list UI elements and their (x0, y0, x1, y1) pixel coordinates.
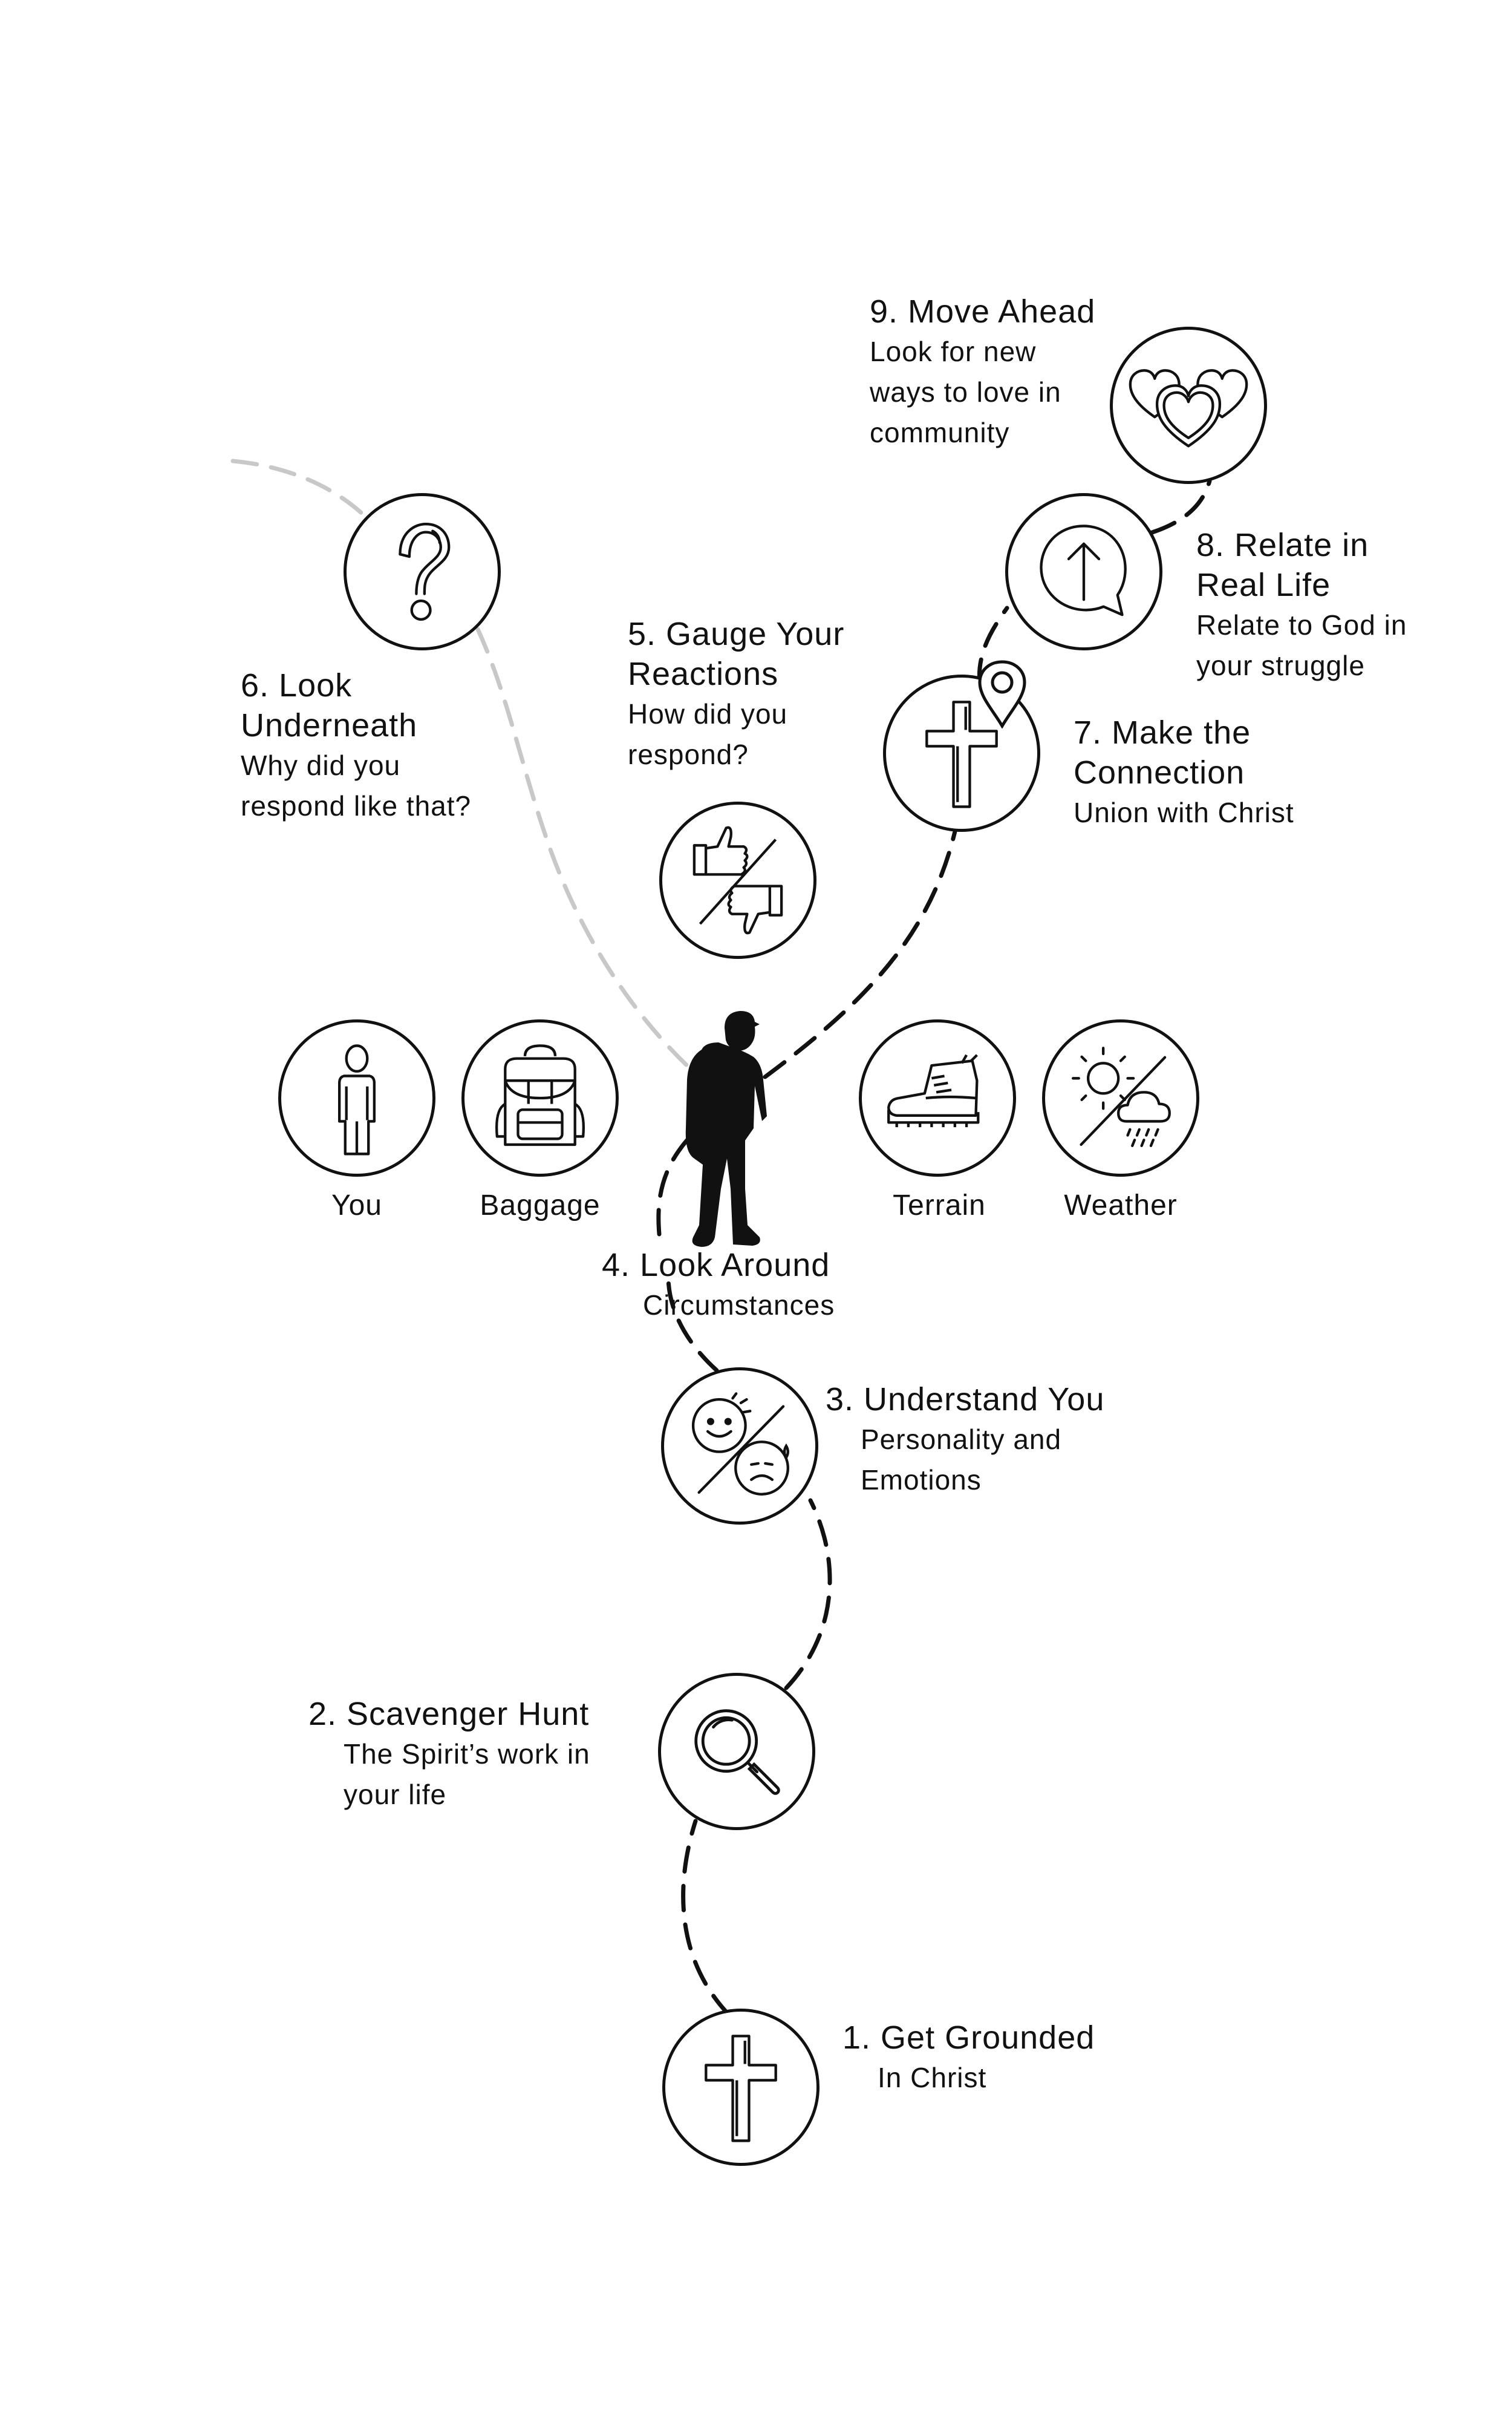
step-5-title-2: Reactions (628, 656, 779, 692)
path-8-9 (1150, 479, 1212, 535)
step-9-subtitle-1: Look for new (870, 336, 1037, 367)
step-2-label: 2. Scavenger Hunt The Spirit’s work in y… (308, 1694, 590, 1815)
step-8-label: 8. Relate in Real Life Relate to God in … (1196, 525, 1407, 686)
step-8-title-1: 8. Relate in (1196, 527, 1369, 563)
step-7-title-1: 7. Make the (1074, 715, 1251, 751)
step-2-subtitle-2: your life (344, 1779, 447, 1810)
step-3-label: 3. Understand You Personality and Emotio… (826, 1379, 1104, 1500)
step-3-subtitle-2: Emotions (861, 1464, 982, 1496)
path-hiker-7 (763, 826, 958, 1079)
step-6-subtitle-2: respond like that? (241, 790, 472, 822)
step-1-cross-icon (662, 2009, 820, 2166)
path-underneath (230, 459, 692, 1070)
step-5-title-1: 5. Gauge Your (628, 616, 845, 652)
location-pin-icon (975, 658, 1029, 730)
weather-icon (1042, 1019, 1199, 1177)
step-6-question-icon (344, 493, 501, 650)
step-4-title: 4. Look Around (602, 1247, 830, 1283)
step-5-subtitle-2: respond? (628, 739, 749, 770)
step-3-subtitle-1: Personality and (861, 1424, 1062, 1455)
step-9-subtitle-2: ways to love in (870, 376, 1061, 408)
step-6-label: 6. Look Underneath Why did you respond l… (241, 666, 471, 826)
path-2-3 (784, 1498, 832, 1690)
path-1-2 (681, 1819, 731, 2017)
terrain-boot-icon (859, 1019, 1016, 1177)
step-2-title: 2. Scavenger Hunt (308, 1696, 590, 1732)
step-5-subtitle-1: How did you (628, 698, 788, 730)
step-1-title: 1. Get Grounded (842, 2019, 1095, 2056)
step-9-hearts-icon (1110, 327, 1267, 484)
step-7-title-2: Connection (1074, 754, 1245, 791)
step-3-faces-icon (661, 1367, 818, 1525)
path-3-4 (666, 1274, 719, 1373)
step-2-subtitle-1: The Spirit’s work in (344, 1738, 590, 1770)
step-6-title-1: 6. Look (241, 667, 353, 704)
step-4-subtitle: Circumstances (643, 1289, 835, 1321)
you-person-icon (278, 1019, 435, 1177)
step-4-hiker-icon (677, 1007, 780, 1249)
step-5-label: 5. Gauge Your Reactions How did you resp… (628, 614, 844, 775)
step-7-label: 7. Make the Connection Union with Christ (1074, 713, 1294, 833)
step-9-label: 9. Move Ahead Look for new ways to love … (870, 292, 1095, 453)
step-1-label: 1. Get Grounded In Christ (842, 2018, 1095, 2098)
step-3-title: 3. Understand You (826, 1381, 1105, 1418)
step-9-subtitle-3: community (870, 417, 1010, 448)
step-6-title-2: Underneath (241, 707, 418, 744)
step-8-speech-arrow-icon (1005, 493, 1162, 650)
step-8-subtitle-1: Relate to God in (1196, 609, 1407, 641)
caption-you: You (331, 1189, 382, 1221)
baggage-backpack-icon (461, 1019, 619, 1177)
step-1-subtitle: In Christ (878, 2062, 987, 2093)
path-7-8 (977, 606, 1009, 686)
step-5-thumbs-icon (659, 802, 816, 959)
caption-terrain: Terrain (893, 1189, 986, 1221)
caption-weather: Weather (1064, 1189, 1178, 1221)
step-9-title: 9. Move Ahead (870, 293, 1096, 330)
caption-baggage: Baggage (480, 1189, 601, 1221)
step-7-subtitle: Union with Christ (1074, 797, 1294, 828)
step-8-subtitle-2: your struggle (1196, 650, 1365, 681)
step-6-subtitle-1: Why did you (241, 750, 401, 781)
step-2-magnifier-icon (658, 1673, 815, 1830)
step-4-label: 4. Look Around Circumstances (602, 1245, 835, 1326)
step-8-title-2: Real Life (1196, 567, 1331, 603)
path-hiker-down (656, 1135, 692, 1237)
